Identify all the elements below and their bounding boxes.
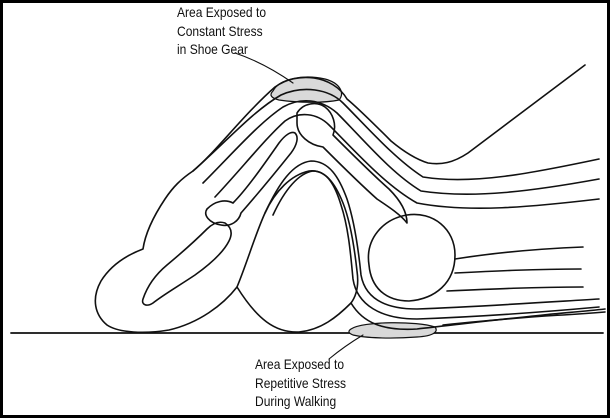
middle-toe-contour xyxy=(237,171,358,303)
callout-bottom-line-3: During Walking xyxy=(255,392,346,411)
callout-top-line-3: in Shoe Gear xyxy=(177,40,266,59)
callout-top-line-1: Area Exposed to xyxy=(177,3,266,22)
extensor-tendon-inner xyxy=(203,101,599,194)
extensor-tendon-third xyxy=(215,115,599,209)
metatarsal-head xyxy=(368,214,455,301)
callout-bottom-line-1: Area Exposed to xyxy=(255,355,346,374)
plantar-line-2 xyxy=(455,269,581,273)
plantar-contour xyxy=(443,312,605,325)
distal-phalanx xyxy=(143,222,231,305)
callout-bottom-line-2: Repetitive Stress xyxy=(255,374,346,393)
proximal-phalanx xyxy=(297,104,407,223)
callout-repetitive-stress: Area Exposed to Repetitive Stress During… xyxy=(255,355,346,411)
plantar-line-3 xyxy=(447,287,583,291)
extensor-tendon-outer xyxy=(193,89,599,179)
plantar-line-1 xyxy=(455,247,583,259)
toe-outline xyxy=(95,65,605,332)
callout-constant-stress: Area Exposed to Constant Stress in Shoe … xyxy=(177,3,266,59)
callout-top-line-2: Constant Stress xyxy=(177,22,266,41)
toe-anatomy-drawing xyxy=(3,3,607,415)
